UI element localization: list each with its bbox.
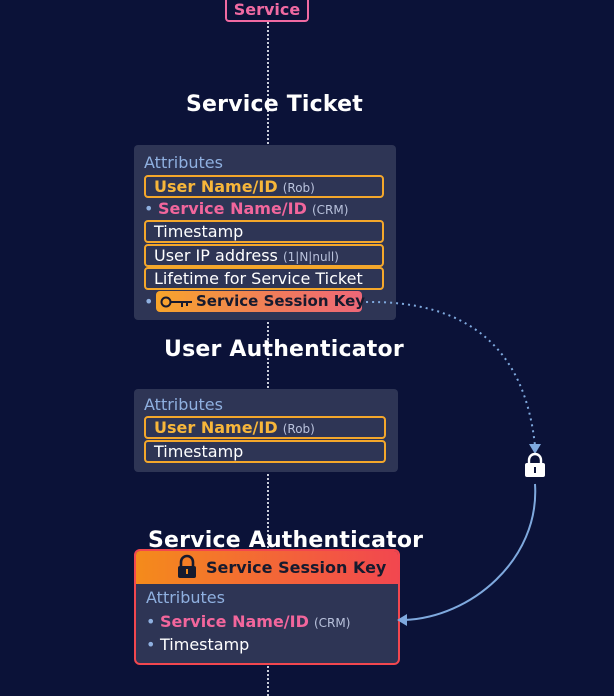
service-authenticator-card: Service Session Key Attributes •Service …	[134, 549, 400, 665]
dotted-connector	[365, 300, 536, 447]
timeline-line	[267, 22, 269, 696]
lifetime-label: Lifetime for Service Ticket	[154, 269, 363, 288]
service-session-key-pill: Service Session Key	[156, 291, 366, 312]
session-key-bullet: •	[144, 292, 154, 311]
user-name-label: User Name/ID	[154, 177, 278, 196]
sa-header: Service Session Key	[136, 551, 398, 584]
user-ip-row: User IP address (1|N|null)	[144, 244, 384, 267]
service-name-label: Service Name/ID	[158, 199, 307, 218]
solid-connector	[403, 483, 537, 621]
service-authenticator-title: Service Authenticator	[148, 528, 424, 553]
service-box: Service	[225, 0, 309, 22]
key-icon	[160, 296, 192, 308]
service-name-hint: (CRM)	[311, 203, 349, 217]
service-label: Service	[233, 0, 301, 19]
user-ip-label: User IP address	[154, 246, 278, 265]
lock-icon	[178, 554, 196, 578]
user-name-hint: (Rob)	[282, 181, 315, 195]
solid-arrowhead	[397, 614, 407, 626]
sa-service-name-label: Service Name/ID	[160, 612, 309, 631]
sa-header-label: Service Session Key	[206, 558, 387, 577]
service-ticket-title: Service Ticket	[186, 92, 363, 117]
user-authenticator-title: User Authenticator	[164, 337, 404, 362]
lock-icon	[525, 452, 545, 477]
attributes-label: Attributes	[146, 588, 225, 607]
ua-timestamp-label: Timestamp	[154, 442, 244, 461]
bullet: •	[144, 199, 154, 218]
service-session-key-label: Service Session Key	[196, 292, 366, 310]
user-authenticator-card: Attributes User Name/ID (Rob) Timestamp	[134, 389, 398, 472]
ua-timestamp-row: Timestamp	[144, 440, 386, 463]
timestamp-row: Timestamp	[144, 220, 384, 243]
attributes-label: Attributes	[144, 395, 223, 414]
user-name-row: User Name/ID (Rob)	[144, 175, 384, 198]
lifetime-row: Lifetime for Service Ticket	[144, 267, 384, 290]
service-name-row: •Service Name/ID (CRM)	[144, 198, 348, 220]
sa-service-name-hint: (CRM)	[313, 616, 351, 630]
sa-timestamp-row: •Timestamp	[146, 635, 250, 654]
sa-timestamp-label: Timestamp	[160, 635, 250, 654]
sa-service-name-row: •Service Name/ID (CRM)	[146, 612, 351, 631]
dotted-arrowhead	[529, 444, 541, 454]
timestamp-label: Timestamp	[154, 222, 244, 241]
attributes-label: Attributes	[144, 153, 223, 172]
ua-user-name-row: User Name/ID (Rob)	[144, 416, 386, 439]
ua-user-name-label: User Name/ID	[154, 418, 278, 437]
user-ip-hint: (1|N|null)	[282, 250, 339, 264]
service-ticket-card: Attributes User Name/ID (Rob) •Service N…	[134, 145, 396, 320]
ua-user-name-hint: (Rob)	[282, 422, 315, 436]
